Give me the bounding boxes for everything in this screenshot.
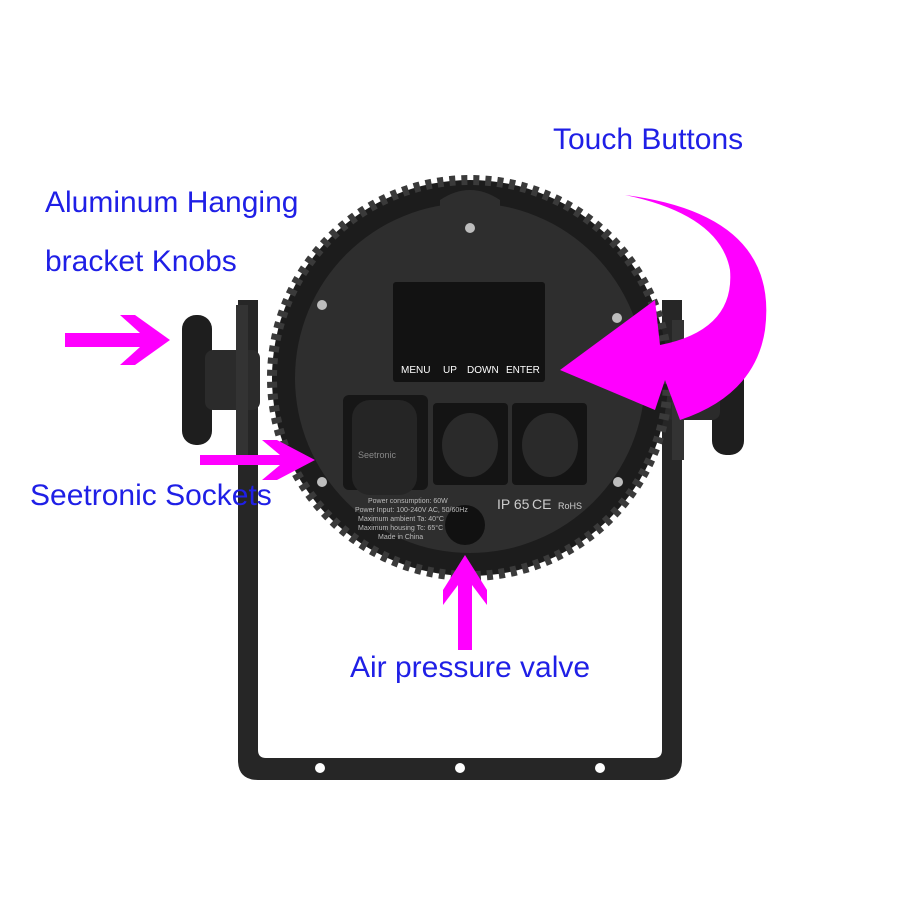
arrow-right-icon	[65, 315, 170, 365]
touch-buttons-label: Touch Buttons	[553, 123, 744, 156]
curved-arrow-icon	[560, 195, 767, 420]
annotation-arrows	[65, 195, 767, 650]
air-pressure-valve	[445, 505, 485, 545]
touch-buttons: MENU UP DOWN ENTER	[401, 365, 540, 376]
svg-text:Maximum housing Tc: 65°C: Maximum housing Tc: 65°C	[358, 524, 443, 532]
seetronic-sockets: Seetronic	[343, 395, 587, 495]
svg-text:UP: UP	[443, 365, 457, 376]
svg-text:Made in China: Made in China	[378, 534, 423, 541]
left-knob	[182, 305, 260, 455]
hanging-bracket-label-line2: bracket Knobs	[45, 245, 237, 278]
sockets-label: Seetronic Sockets	[30, 479, 272, 512]
svg-text:Power Input: 100-240V AC, 50/6: Power Input: 100-240V AC, 50/60Hz	[355, 507, 468, 514]
svg-text:IP 65: IP 65	[497, 496, 530, 512]
svg-text:Power consumption: 60W: Power consumption: 60W	[368, 498, 448, 505]
svg-text:MENU: MENU	[401, 365, 430, 376]
arrow-right-icon	[200, 440, 315, 480]
arrow-up-icon	[443, 555, 487, 650]
hanging-bracket-label-line1: Aluminum Hanging	[45, 186, 299, 219]
display-window	[393, 282, 545, 382]
svg-text:Seetronic: Seetronic	[358, 450, 397, 460]
spec-label: Power consumption: 60W Power Input: 100-…	[355, 496, 582, 541]
svg-text:Maximum ambient Ta: 40°C: Maximum ambient Ta: 40°C	[358, 515, 444, 523]
svg-text:DOWN: DOWN	[467, 365, 499, 376]
svg-text:CE: CE	[532, 496, 551, 512]
svg-text:ENTER: ENTER	[506, 365, 540, 376]
valve-label: Air pressure valve	[350, 651, 591, 684]
svg-text:RoHS: RoHS	[558, 501, 582, 511]
